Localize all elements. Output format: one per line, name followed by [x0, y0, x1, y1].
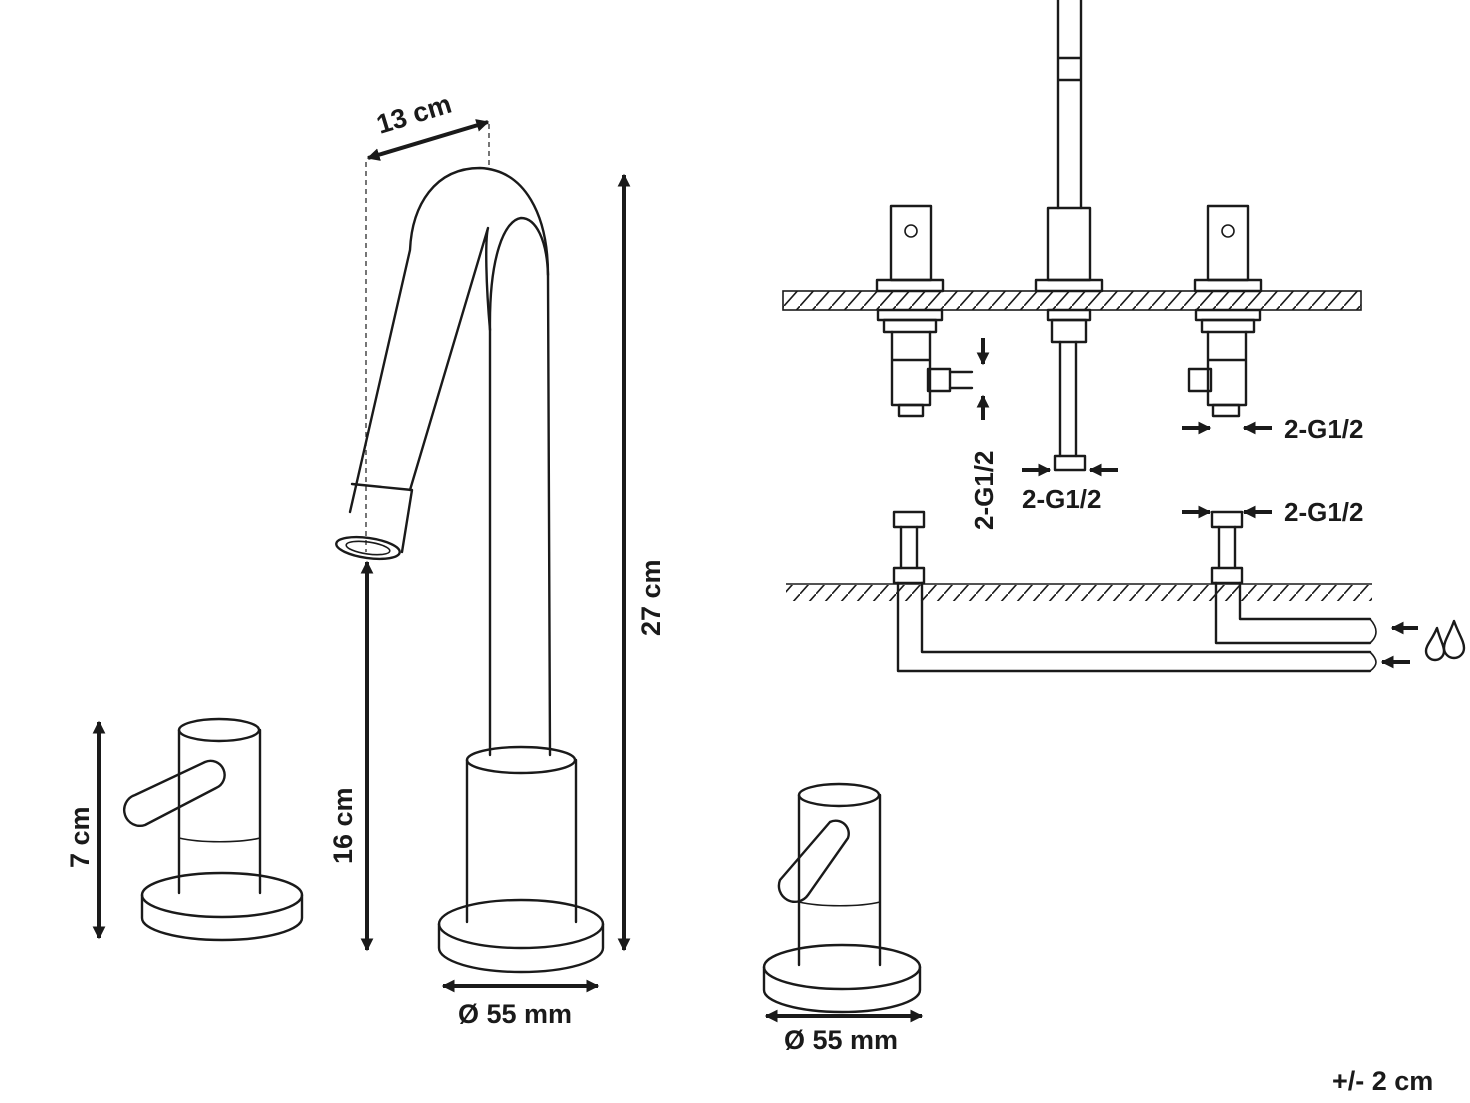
right-valve-connection-label: 2-G1/2: [1284, 414, 1364, 444]
spout-height-label: 16 cm: [328, 787, 358, 864]
handle-height-label: 7 cm: [65, 806, 95, 868]
total-height-label: 27 cm: [636, 559, 666, 636]
dimension-lines: [92, 119, 924, 1023]
supply-pipe-connection-label: 2-G1/2: [1284, 497, 1364, 527]
left-valve-connection-label: 2-G1/2: [969, 451, 999, 531]
tap-base-diameter-label: Ø 55 mm: [458, 999, 572, 1029]
installation-diagram: [782, 0, 1466, 673]
water-drops-icon: [1424, 619, 1466, 662]
center-outlet-connection-label: 2-G1/2: [1022, 484, 1102, 514]
handle-base-diameter-label: Ø 55 mm: [784, 1025, 898, 1055]
left-handle-drawing: [122, 717, 304, 942]
spout-reach-label: 13 cm: [373, 89, 455, 140]
right-handle-drawing: [762, 782, 922, 1014]
tolerance-label: +/- 2 cm: [1332, 1066, 1433, 1096]
main-tap-drawing: [335, 166, 605, 974]
